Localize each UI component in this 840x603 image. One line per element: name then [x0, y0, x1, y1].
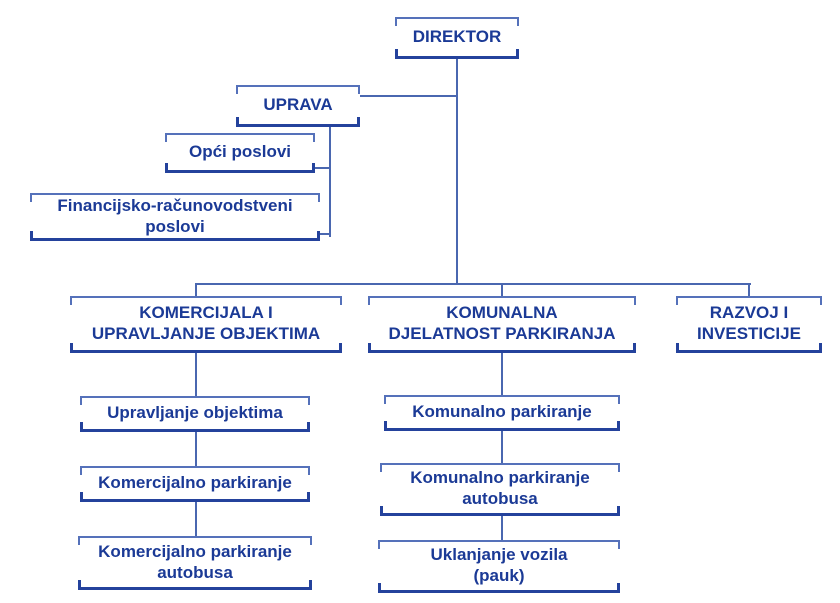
connector-drop-dept-3: [748, 283, 750, 296]
connector-direktor-main-vertical: [456, 59, 458, 284]
org-node-komunalna-djelatnost-parkiranja: KOMUNALNA DJELATNOST PARKIRANJA: [368, 296, 636, 353]
connector-uprava-horizontal: [360, 95, 458, 97]
connector-col1-seg3: [195, 502, 197, 536]
connector-drop-dept-2: [501, 283, 503, 296]
org-node-komercijalno-parkiranje-autobusa: Komercijalno parkiranje autobusa: [78, 536, 312, 590]
connector-uprava-down-vertical: [329, 127, 331, 237]
connector-col1-seg2: [195, 432, 197, 466]
org-node-upravljanje-objektima: Upravljanje objektima: [80, 396, 310, 432]
org-node-komunalno-parkiranje-autobusa: Komunalno parkiranje autobusa: [380, 463, 620, 516]
connector-col2-seg3: [501, 516, 503, 540]
org-node-komunalno-parkiranje: Komunalno parkiranje: [384, 395, 620, 431]
connector-stub-opci-poslovi: [313, 167, 331, 169]
connector-stub-financijsko: [318, 233, 331, 235]
connector-col1-seg1: [195, 353, 197, 396]
connector-col2-seg1: [501, 353, 503, 395]
org-node-komercijala-i-upravljanje-objektima: KOMERCIJALA I UPRAVLJANJE OBJEKTIMA: [70, 296, 342, 353]
connector-distributor-horizontal: [195, 283, 751, 285]
org-node-direktor: DIREKTOR: [395, 17, 519, 59]
org-node-razvoj-i-investicije: RAZVOJ I INVESTICIJE: [676, 296, 822, 353]
org-node-financijsko-racunovodstveni-poslovi: Financijsko-računovodstveni poslovi: [30, 193, 320, 241]
org-node-komercijalno-parkiranje: Komercijalno parkiranje: [80, 466, 310, 502]
connector-col2-seg2: [501, 431, 503, 463]
connector-drop-dept-1: [195, 283, 197, 296]
org-node-uprava: UPRAVA: [236, 85, 360, 127]
org-node-opci-poslovi: Opći poslovi: [165, 133, 315, 173]
org-node-uklanjanje-vozila-pauk: Uklanjanje vozila (pauk): [378, 540, 620, 593]
